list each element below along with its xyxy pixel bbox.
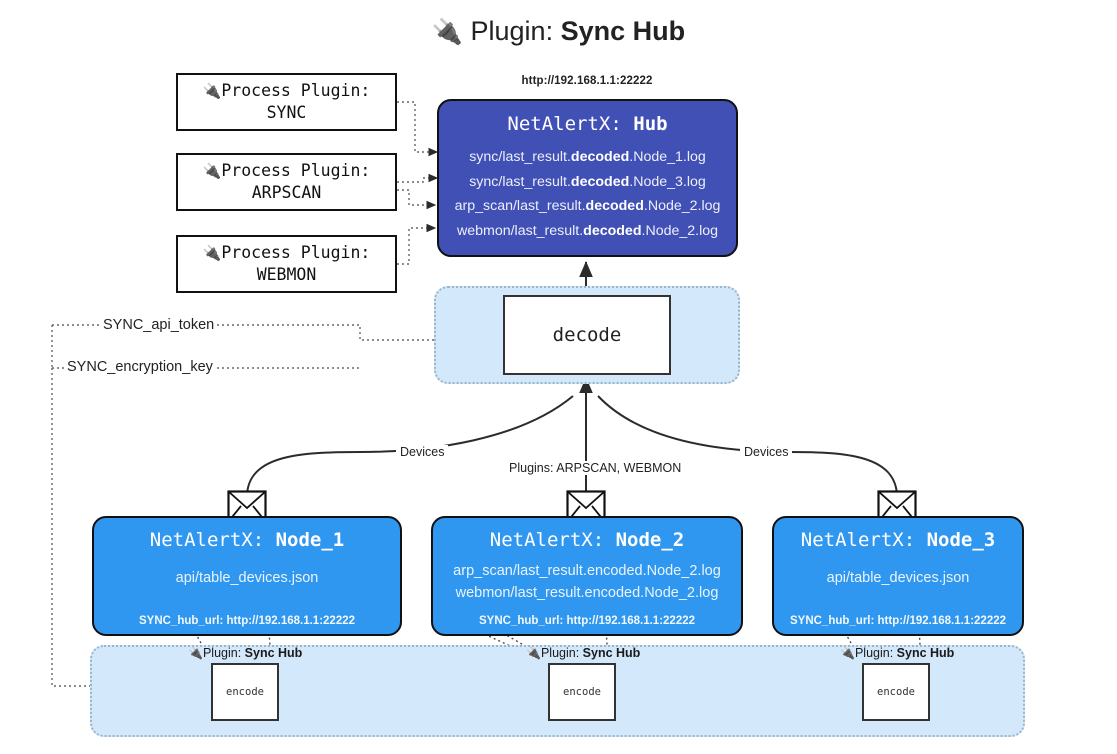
process-plugin-label: Process Plugin: bbox=[221, 160, 371, 180]
hub-title-prefix: NetAlertX: bbox=[507, 113, 622, 135]
plugin-tag-node-3: 🔌Plugin: Sync Hub bbox=[840, 646, 955, 660]
node-hub-url: SYNC_hub_url: http://192.168.1.1:22222 bbox=[478, 615, 696, 627]
plug-icon: 🔌 bbox=[188, 646, 203, 660]
node-box-node-2[interactable]: NetAlertX: Node_2 arp_scan/last_result.e… bbox=[431, 516, 743, 636]
edge-label-devices-left: Devices bbox=[396, 445, 449, 459]
hub-log-line: sync/last_result.decoded.Node_3.log bbox=[469, 173, 706, 190]
process-plugin-box-webmon[interactable]: 🔌Process Plugin: WEBMON bbox=[176, 235, 397, 293]
plug-icon: 🔌 bbox=[202, 81, 222, 100]
plugin-tag-node-1: 🔌Plugin: Sync Hub bbox=[188, 646, 303, 660]
hub-log-line: sync/last_result.decoded.Node_1.log bbox=[469, 149, 706, 165]
setting-label-api-token: SYNC_api_token bbox=[100, 317, 218, 333]
hub-url-label: http://192.168.1.1:22222 bbox=[521, 75, 653, 87]
node-hub-url: SYNC_hub_url: http://192.168.1.1:22222 bbox=[789, 615, 1007, 627]
node-title: NetAlertX: Node_3 bbox=[800, 529, 996, 551]
process-plugin-value: SYNC bbox=[266, 103, 307, 122]
plug-icon: 🔌 bbox=[431, 18, 463, 46]
hub-box[interactable]: NetAlertX: Hub sync/last_result.decoded.… bbox=[437, 99, 738, 257]
page-title: 🔌 Plugin: Sync Hub bbox=[0, 16, 1117, 47]
page-title-prefix: Plugin: bbox=[470, 16, 554, 46]
hub-title: NetAlertX: Hub bbox=[507, 113, 667, 135]
setting-label-encryption-key: SYNC_encryption_key bbox=[64, 359, 216, 375]
node-line: api/table_devices.json bbox=[826, 570, 970, 586]
process-plugin-label: Process Plugin: bbox=[221, 80, 371, 100]
process-plugin-box-arpscan[interactable]: 🔌Process Plugin: ARPSCAN bbox=[176, 153, 397, 211]
plug-icon: 🔌 bbox=[526, 646, 541, 660]
node-line: webmon/last_result.encoded.Node_2.log bbox=[455, 585, 719, 602]
decode-box[interactable]: decode bbox=[503, 295, 671, 375]
edge-label-plugins: Plugins: ARPSCAN, WEBMON bbox=[505, 461, 686, 475]
encode-box-node-1[interactable]: encode bbox=[211, 663, 279, 721]
page-title-name: Sync Hub bbox=[560, 16, 686, 46]
node-box-node-3[interactable]: NetAlertX: Node_3 api/table_devices.json… bbox=[772, 516, 1024, 636]
process-plugin-box-sync[interactable]: 🔌Process Plugin: SYNC bbox=[176, 73, 397, 131]
node-title: NetAlertX: Node_2 bbox=[489, 529, 685, 551]
plug-icon: 🔌 bbox=[202, 243, 222, 262]
process-plugin-value: ARPSCAN bbox=[251, 183, 322, 202]
edge-label-devices-right: Devices bbox=[740, 445, 793, 459]
encode-box-node-3[interactable]: encode bbox=[862, 663, 930, 721]
hub-log-line: webmon/last_result.decoded.Node_2.log bbox=[456, 222, 719, 239]
hub-title-name: Hub bbox=[633, 113, 668, 135]
plug-icon: 🔌 bbox=[840, 646, 855, 660]
hub-log-line: arp_scan/last_result.decoded.Node_2.log bbox=[454, 198, 721, 215]
process-plugin-label: Process Plugin: bbox=[221, 242, 371, 262]
plugin-tag-node-2: 🔌Plugin: Sync Hub bbox=[526, 646, 641, 660]
node-box-node-1[interactable]: NetAlertX: Node_1 api/table_devices.json… bbox=[92, 516, 402, 636]
node-line: arp_scan/last_result.encoded.Node_2.log bbox=[453, 563, 721, 579]
node-line: api/table_devices.json bbox=[175, 570, 319, 586]
plug-icon: 🔌 bbox=[202, 161, 222, 180]
process-plugin-value: WEBMON bbox=[256, 265, 317, 284]
encode-box-node-2[interactable]: encode bbox=[548, 663, 616, 721]
node-title: NetAlertX: Node_1 bbox=[149, 529, 345, 551]
node-hub-url: SYNC_hub_url: http://192.168.1.1:22222 bbox=[138, 615, 356, 627]
